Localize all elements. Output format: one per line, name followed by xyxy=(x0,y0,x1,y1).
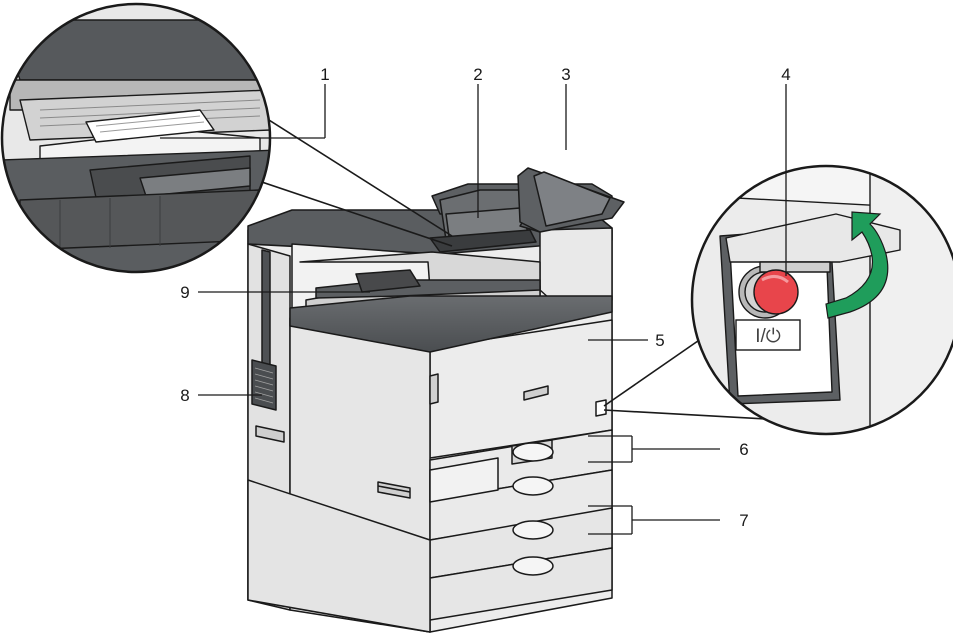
callout-4: 4 xyxy=(781,65,790,84)
open-cover-arrow xyxy=(825,211,889,319)
power-switch-label-box xyxy=(735,319,801,351)
left-magnifier xyxy=(0,2,453,274)
right-magnifier: I/⏻ xyxy=(603,164,953,436)
callout-8: 8 xyxy=(180,386,189,405)
leader-lines xyxy=(160,84,787,535)
callout-5: 5 xyxy=(655,331,664,350)
callout-6: 6 xyxy=(739,440,748,459)
callout-3: 3 xyxy=(561,65,570,84)
control-panel xyxy=(517,167,625,233)
callout-1: 1 xyxy=(320,65,329,84)
printer-body xyxy=(247,183,613,633)
callout-7: 7 xyxy=(739,511,748,530)
power-switch-label: I/⏻ xyxy=(755,326,781,347)
callout-labels: 1 2 3 4 5 6 7 8 9 xyxy=(180,65,790,530)
callout-9: 9 xyxy=(180,283,189,302)
callout-2: 2 xyxy=(473,65,482,84)
